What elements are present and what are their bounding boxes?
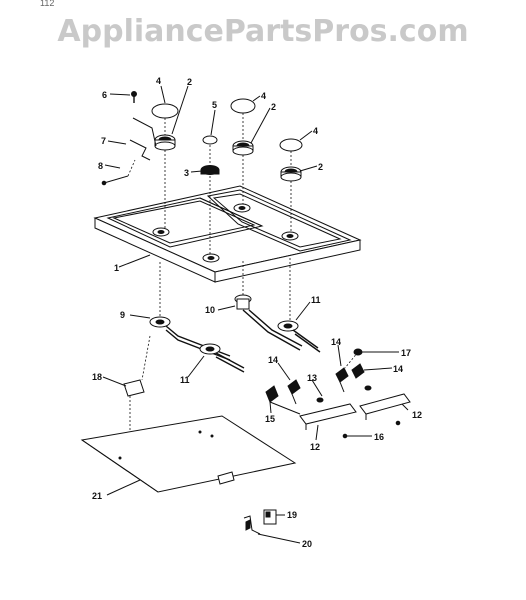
burner-openings [152, 203, 299, 263]
valve-14b[interactable] [335, 367, 349, 393]
callout-3: 3 [184, 168, 189, 178]
callout-14c: 14 [393, 364, 403, 374]
bracket-20[interactable] [243, 515, 261, 535]
callout-20: 20 [302, 539, 312, 549]
callout-11a: 11 [180, 375, 190, 385]
callout-11b: 11 [311, 295, 321, 305]
callout-10: 10 [205, 305, 215, 315]
valve-14a[interactable] [287, 379, 301, 405]
callout-12a: 12 [412, 410, 422, 420]
washer-13[interactable] [316, 385, 372, 403]
burner-tube-10[interactable] [234, 260, 303, 351]
callout-21: 21 [92, 491, 102, 501]
callout-14a: 14 [268, 355, 278, 365]
leader-lines [102, 85, 409, 544]
callout-2c: 2 [318, 162, 323, 172]
corner-mark: 112 [40, 0, 55, 8]
callout-17: 17 [401, 348, 411, 358]
valve-15[interactable] [265, 385, 301, 415]
burner-head-left-front[interactable] [200, 135, 220, 254]
burner-head-right-front[interactable] [279, 138, 303, 232]
burner-box-21[interactable] [80, 415, 297, 493]
callout-19: 19 [287, 510, 297, 520]
callout-2b: 2 [271, 102, 276, 112]
burner-tube-11b[interactable] [277, 255, 321, 353]
cooktop-top[interactable] [93, 185, 362, 283]
screw-6[interactable] [131, 91, 137, 104]
watermark: AppliancePartsPros.com [57, 14, 469, 49]
callout-4b: 4 [261, 91, 266, 101]
callout-8: 8 [98, 161, 103, 171]
callout-14b: 14 [331, 337, 341, 347]
callout-5: 5 [212, 100, 217, 110]
callout-4c: 4 [313, 126, 318, 136]
valve-bracket-12a[interactable] [299, 403, 357, 430]
burner-head-right-rear[interactable] [230, 98, 256, 204]
callout-4a: 4 [156, 76, 161, 86]
callout-13: 13 [307, 373, 317, 383]
callout-7: 7 [101, 136, 106, 146]
callout-6: 6 [102, 90, 107, 100]
screw-16[interactable] [342, 420, 401, 439]
burner-head-left-rear[interactable] [151, 103, 179, 228]
valve-bracket-12b[interactable] [359, 393, 411, 420]
bracket-7[interactable] [129, 117, 157, 161]
callout-16: 16 [374, 432, 384, 442]
callout-numbers: 1 2 2 2 3 4 4 4 5 6 7 8 9 10 11 11 12 12… [92, 76, 422, 549]
callout-18: 18 [92, 372, 102, 382]
callout-12b: 12 [310, 442, 320, 452]
callout-15: 15 [265, 414, 275, 424]
burner-tube-11a[interactable] [199, 343, 245, 373]
callout-9: 9 [120, 310, 125, 320]
screw-8[interactable] [101, 159, 136, 186]
valve-14c[interactable] [351, 363, 365, 379]
callout-1: 1 [114, 263, 119, 273]
ignitor-19[interactable] [263, 509, 277, 525]
callout-2a: 2 [187, 77, 192, 87]
